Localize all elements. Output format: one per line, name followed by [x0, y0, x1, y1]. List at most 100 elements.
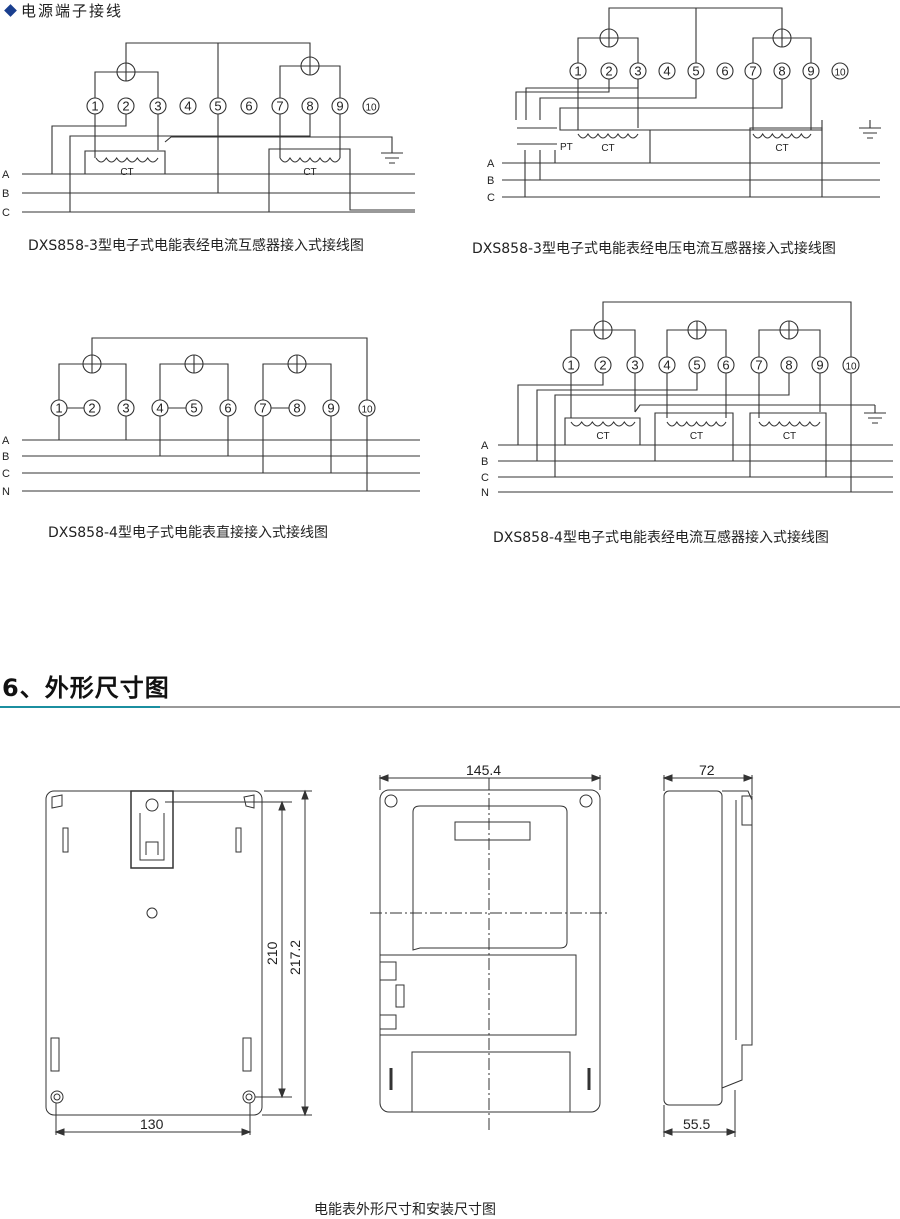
terminal-label: 10: [845, 362, 857, 373]
slot-br: [242, 1037, 252, 1072]
dim-front-width: 145.4: [466, 762, 501, 778]
terminal-cover: [411, 1051, 571, 1113]
dim-side-depth: 72: [699, 762, 715, 778]
terminal-label: 2: [599, 358, 606, 373]
ct-label: CT: [596, 431, 609, 442]
ct-coil: [95, 156, 159, 163]
terminal-label: 5: [693, 358, 700, 373]
terminal-label: 6: [722, 358, 729, 373]
terminal-label: 2: [605, 64, 612, 79]
phase-label-A: A: [487, 158, 495, 170]
phase-label-B: B: [481, 456, 488, 468]
terminal-label: 7: [749, 64, 756, 79]
ct-coil: [577, 132, 639, 139]
terminal-label: 6: [721, 64, 728, 79]
ct-coil: [758, 420, 821, 427]
dim-back-width: 130: [140, 1116, 164, 1132]
terminal-label: 4: [156, 401, 163, 416]
ground-icon: [381, 145, 403, 164]
terminal-label: 7: [755, 358, 762, 373]
mounting-hook: [130, 790, 174, 869]
front-view: [370, 774, 608, 1130]
phase-label-N: N: [481, 487, 489, 499]
dim-back-hole-height: 210: [264, 941, 280, 965]
ct-label: CT: [303, 167, 316, 178]
terminal-label: 7: [259, 401, 266, 416]
back-view-outline: [45, 790, 263, 1116]
side-view: [662, 774, 754, 1137]
dim-72-line: [663, 775, 753, 795]
terminal-label: 10: [361, 405, 373, 416]
terminal-label: 10: [834, 68, 846, 79]
terminal-label: 8: [785, 358, 792, 373]
terminal-10: [362, 97, 380, 115]
phase-label-C: C: [487, 192, 495, 204]
screw-hole-left: [50, 1090, 64, 1104]
terminal-label: 4: [663, 358, 670, 373]
ground-icon: [859, 120, 881, 139]
ground-icon: [864, 405, 886, 424]
corner-marks: [51, 794, 255, 809]
dim-arrows: [54, 1128, 252, 1136]
terminal-label: 9: [807, 64, 814, 79]
ct-coil: [752, 132, 812, 139]
diagram-caption-2: DXS858-3型电子式电能表经电压电流互感器接入式接线图: [472, 241, 836, 257]
slot-tr: [235, 827, 242, 853]
phase-label-C: C: [481, 472, 489, 484]
terminal-label: 8: [778, 64, 785, 79]
terminal-label: 1: [91, 99, 98, 114]
back-view: [45, 789, 312, 1136]
phase-label-B: B: [2, 188, 9, 200]
slot-bl: [50, 1037, 60, 1072]
dim-side-base: 55.5: [683, 1116, 710, 1132]
phase-label-N: N: [2, 486, 10, 498]
dim-130-line: [55, 1103, 251, 1135]
center-lines: [370, 778, 608, 1130]
ct-label: CT: [783, 431, 796, 442]
side-cover: [721, 790, 753, 1089]
terminal-label: 4: [663, 64, 670, 79]
terminal-label: 5: [214, 99, 221, 114]
terminal-4: [179, 97, 197, 115]
terminal-4: [658, 62, 676, 80]
hook-hole: [145, 798, 159, 812]
phase-label-B: B: [487, 175, 494, 187]
terminal-block: [379, 954, 577, 1036]
ct-label: CT: [120, 167, 133, 178]
ct-coil: [570, 421, 636, 427]
terminal-label: 8: [293, 401, 300, 416]
diagram-caption-1: DXS858-3型电子式电能表经电流互感器接入式接线图: [28, 238, 364, 254]
dim-back-height: 217.2: [287, 940, 303, 975]
figure-caption: 电能表外形尺寸和安装尺寸图: [314, 1202, 496, 1218]
section-divider-accent: [0, 706, 160, 708]
section-divider: [0, 706, 900, 708]
terminal-10: [831, 62, 849, 80]
terminal-label: 3: [154, 99, 161, 114]
terminal-label: 1: [55, 401, 62, 416]
terminal-label: 7: [276, 99, 283, 114]
terminal-label: 2: [88, 401, 95, 416]
hook-clip: [139, 813, 165, 861]
ct-label: CT: [775, 143, 788, 154]
terminal-label: 8: [306, 99, 313, 114]
terminal-label: 9: [816, 358, 823, 373]
ct-coil: [666, 420, 727, 427]
header-title: 电源端子接线: [21, 2, 124, 20]
terminal-label: 6: [245, 99, 252, 114]
phase-label-A: A: [481, 440, 489, 452]
terminal-label: 1: [567, 358, 574, 373]
terminal-label: 1: [574, 64, 581, 79]
terminal-label: 10: [365, 103, 377, 114]
terminal-label: 2: [122, 99, 129, 114]
phase-label-A: A: [2, 435, 10, 447]
phase-label-A: A: [2, 169, 10, 181]
terminal-6: [716, 62, 734, 80]
terminal-label: 9: [336, 99, 343, 114]
lcd-display: [454, 821, 531, 841]
section-title: 6、外形尺寸图: [2, 674, 170, 702]
